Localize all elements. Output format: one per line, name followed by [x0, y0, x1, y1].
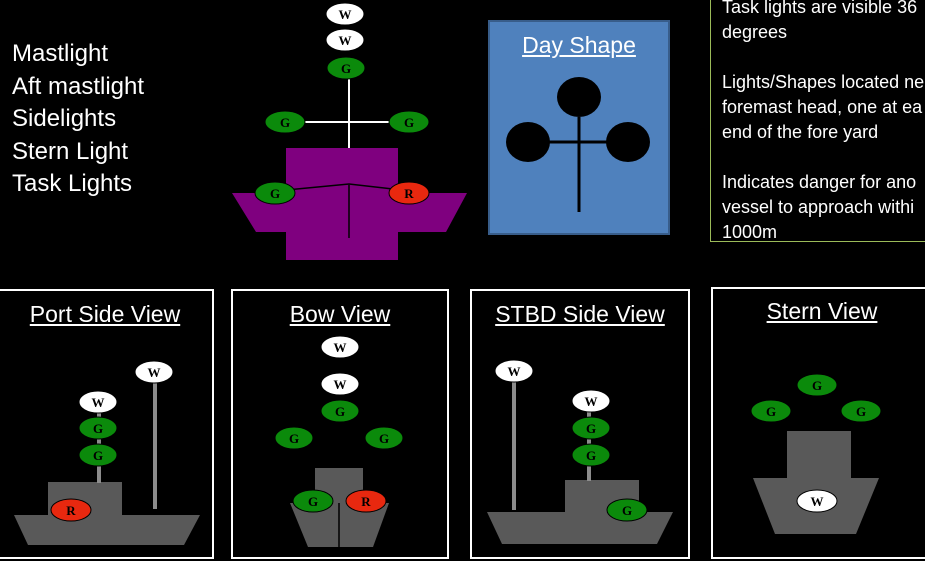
svg-text:G: G	[812, 378, 822, 393]
day-shape-title: Day Shape	[522, 32, 636, 58]
stbd-light-white-aft: W	[494, 359, 534, 383]
info-line-2: degrees	[722, 22, 788, 42]
stbd-light-green-sidelight: G	[606, 498, 648, 522]
stbd-side-view-panel: STBD Side View W W G G G	[470, 289, 690, 559]
legend-mastlight: Mastlight	[12, 40, 109, 67]
port-side-view-diagram: W W G G R	[14, 360, 200, 545]
top-vessel-diagram: W W G G G G R	[232, 2, 467, 260]
light-legend: Mastlight Aft mastlight Sidelights Stern…	[12, 38, 212, 201]
svg-text:G: G	[622, 503, 632, 518]
light-red-sidelight: R	[388, 181, 430, 205]
bow-light-green-left: G	[274, 426, 314, 450]
svg-text:G: G	[766, 404, 776, 419]
stbd-hull	[487, 512, 673, 544]
top-vessel-superstructure	[286, 148, 398, 193]
svg-text:W: W	[811, 494, 824, 509]
port-side-view-panel: Port Side View W W G G R	[0, 289, 214, 559]
light-green-mast-top: G	[326, 56, 366, 80]
bow-view-title: Bow View	[289, 301, 391, 327]
day-shape-ball-right	[606, 122, 650, 162]
top-vessel-deck-line	[275, 183, 411, 192]
legend-stern-light: Stern Light	[12, 137, 129, 165]
port-light-green-lower: G	[78, 443, 118, 467]
port-side-view-title: Port Side View	[29, 301, 181, 327]
svg-text:G: G	[308, 494, 318, 509]
stern-light-green-right: G	[840, 399, 882, 423]
svg-text:G: G	[586, 421, 596, 436]
stbd-light-white: W	[571, 389, 611, 413]
svg-text:R: R	[404, 186, 414, 201]
day-shape-diagram	[506, 77, 650, 212]
svg-text:G: G	[586, 448, 596, 463]
svg-text:G: G	[270, 186, 280, 201]
bow-view-diagram: W W G G G G R	[274, 335, 404, 547]
stbd-side-view-diagram: W W G G G	[487, 359, 673, 544]
info-line-3: Lights/Shapes located ne	[722, 72, 925, 92]
svg-text:W: W	[339, 33, 352, 48]
svg-text:G: G	[341, 61, 351, 76]
bow-light-white: W	[320, 372, 360, 396]
stern-view-diagram: G G G W	[750, 373, 882, 534]
stern-light-green-left: G	[750, 399, 792, 423]
port-light-white: W	[78, 390, 118, 414]
info-line-5: end of the fore yard	[722, 122, 879, 142]
svg-text:R: R	[66, 503, 76, 518]
info-line-6: Indicates danger for ano	[722, 172, 917, 192]
light-green-sidelight: G	[254, 181, 296, 205]
port-light-green-upper: G	[78, 416, 118, 440]
day-shape-ball-top	[557, 77, 601, 117]
stern-superstructure	[787, 431, 851, 478]
stern-light-green-top: G	[796, 373, 838, 397]
port-hull	[14, 515, 200, 545]
svg-text:G: G	[335, 404, 345, 419]
svg-text:W: W	[334, 340, 347, 355]
svg-text:G: G	[289, 431, 299, 446]
stern-view-panel: Stern View G G G W	[711, 287, 925, 559]
stbd-side-view-title: STBD Side View	[495, 301, 665, 327]
legend-task-lights: Task Lights	[12, 170, 133, 197]
svg-text:W: W	[92, 395, 105, 410]
day-shape-ball-left	[506, 122, 550, 162]
legend-sidelights: Sidelights	[12, 105, 117, 132]
light-white-masthead-second: W	[325, 28, 365, 52]
svg-text:G: G	[404, 115, 414, 130]
port-light-red: R	[50, 498, 92, 522]
svg-text:W: W	[585, 394, 598, 409]
stern-view-title: Stern View	[766, 298, 878, 324]
svg-text:G: G	[93, 421, 103, 436]
svg-text:W: W	[334, 377, 347, 392]
bow-light-green-right: G	[364, 426, 404, 450]
light-green-yard-left: G	[264, 110, 306, 134]
svg-text:G: G	[280, 115, 290, 130]
info-line-8: 1000m	[722, 222, 778, 242]
bow-light-white-top: W	[320, 335, 360, 359]
svg-text:G: G	[93, 448, 103, 463]
info-line-4: foremast head, one at ea	[722, 97, 923, 117]
info-line-1: Task lights are visible 36	[722, 0, 918, 17]
stern-light-white: W	[796, 489, 838, 513]
svg-text:R: R	[361, 494, 371, 509]
svg-text:G: G	[856, 404, 866, 419]
svg-text:G: G	[379, 431, 389, 446]
info-box: Task lights are visible 36 degrees Lights…	[710, 0, 925, 242]
light-green-yard-right: G	[388, 110, 430, 134]
stbd-aft-mast	[512, 377, 516, 510]
info-line-7: vessel to approach withi	[722, 197, 915, 217]
bow-light-green-mast: G	[320, 399, 360, 423]
stbd-light-green-lower: G	[571, 443, 611, 467]
legend-aft-mastlight: Aft mastlight	[12, 72, 145, 100]
svg-text:W: W	[148, 365, 161, 380]
port-light-white-aft: W	[134, 360, 174, 384]
light-white-masthead-top: W	[325, 2, 365, 26]
port-aft-mast	[153, 377, 157, 509]
svg-text:W: W	[339, 7, 352, 22]
svg-text:W: W	[508, 364, 521, 379]
bow-view-panel: Bow View W W G G G G R	[231, 289, 449, 559]
stbd-light-green-upper: G	[571, 416, 611, 440]
day-shape-box: Day Shape	[488, 20, 670, 235]
bow-light-red-sidelight: R	[345, 489, 387, 513]
bow-light-green-sidelight: G	[292, 489, 334, 513]
